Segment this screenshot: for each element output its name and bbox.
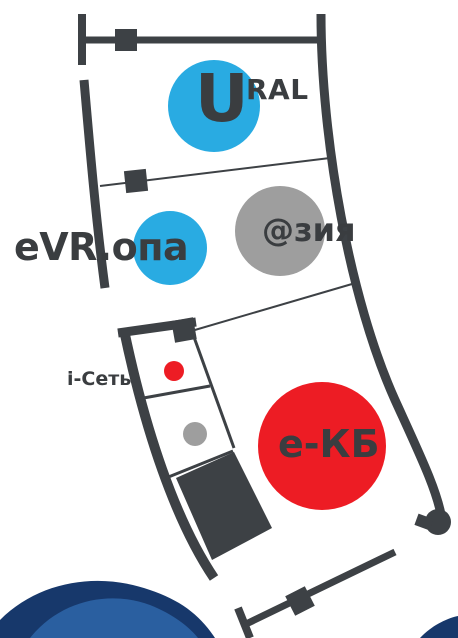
column-marker-3 — [171, 317, 197, 343]
door-knob-base — [414, 513, 434, 531]
wave-highlight — [30, 598, 198, 638]
room-divider-1 — [137, 384, 211, 401]
zone-ekb-label: е-КБ — [278, 422, 380, 466]
zone-ural-label-initial: U — [195, 60, 249, 137]
zone-ural-circle[interactable] — [168, 60, 260, 152]
column-marker-4 — [285, 586, 315, 616]
wave-right-corner — [420, 616, 458, 638]
wall-bottom-end — [234, 606, 254, 638]
column-marker-1 — [115, 29, 137, 51]
room-wall-right — [188, 325, 236, 449]
room-divider-2 — [165, 449, 234, 480]
zone-inet-circle[interactable] — [164, 361, 184, 381]
zone-europe-label: eVR.опа — [14, 225, 189, 269]
zone-asia-label: @зия — [262, 211, 356, 249]
door-knob — [425, 509, 451, 535]
wall-right — [316, 13, 447, 521]
zone-ural-label: RAL — [246, 73, 309, 106]
zone-grey-small-circle[interactable] — [183, 422, 207, 446]
column-marker-2 — [123, 168, 149, 194]
wall-bottom — [242, 548, 397, 629]
zone-ekb-circle[interactable] — [258, 382, 386, 510]
service-block — [176, 452, 272, 560]
partition-2 — [187, 283, 353, 333]
zone-europe-circle[interactable] — [133, 211, 207, 285]
room-wall-left — [119, 328, 219, 581]
wall-left — [79, 79, 110, 289]
zone-asia-circle[interactable] — [235, 186, 325, 276]
zone-inet-label: i-Сеть — [67, 368, 132, 390]
